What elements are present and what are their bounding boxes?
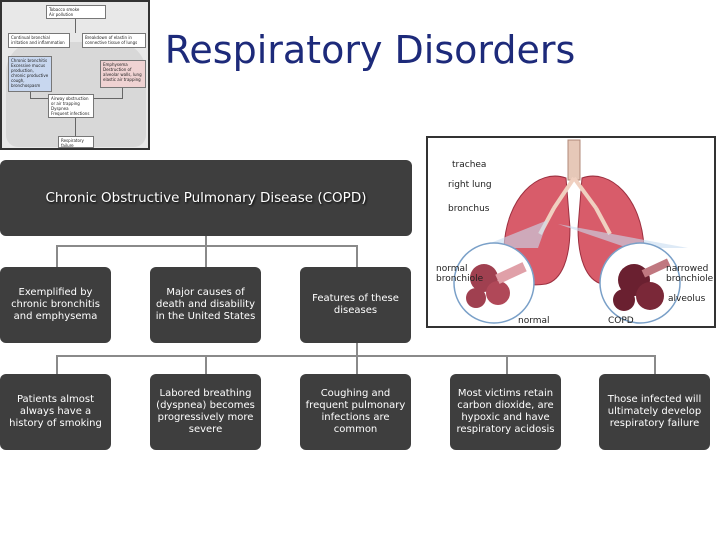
connector-row1-bar <box>56 245 358 247</box>
label-narrowed-bronchiole: narrowed bronchiole <box>666 264 714 284</box>
flow-respiratory-failure: Respiratory failure <box>58 136 94 148</box>
connector-row2-2 <box>205 355 207 374</box>
label-alveolus: alveolus <box>668 294 706 304</box>
node-major-causes-label: Major causes of death and disability in … <box>155 287 256 322</box>
label-bronchus: bronchus <box>448 204 490 214</box>
flow-cause-smoke: Tobacco smoke <box>49 7 80 12</box>
flow-cause-pollution: Air pollution <box>49 12 74 17</box>
node-smoking-history: Patients almost always have a history of… <box>0 374 111 450</box>
lungs-illustration <box>453 139 688 324</box>
label-trachea: trachea <box>452 160 487 170</box>
node-dyspnea: Labored breathing (dyspnea) becomes prog… <box>150 374 261 450</box>
node-features-label: Features of these diseases <box>312 293 399 316</box>
connector-features-down <box>356 343 358 356</box>
node-respiratory-failure: Those infected will ultimately develop r… <box>599 374 710 450</box>
node-co2-retention: Most victims retain carbon dioxide, are … <box>450 374 561 450</box>
node-examples-label: Exemplified by chronic bronchitis and em… <box>11 287 100 322</box>
flow-causes: Tobacco smoke Air pollution <box>46 5 106 19</box>
label-right-lung: right lung <box>448 180 492 190</box>
flow-elastin: Breakdown of elastin in connective tissu… <box>82 33 146 48</box>
root-label: Chronic Obstructive Pulmonary Disease (C… <box>45 190 367 206</box>
slide-title: Respiratory Disorders <box>164 28 576 72</box>
node-dyspnea-label: Labored breathing (dyspnea) becomes prog… <box>156 388 255 435</box>
flow-line <box>75 118 76 136</box>
connector-row2-4 <box>506 355 508 374</box>
connector-row1-3 <box>356 245 358 267</box>
label-copd: COPD <box>608 316 634 326</box>
node-examples: Exemplified by chronic bronchitis and em… <box>0 267 111 343</box>
node-co2-retention-label: Most victims retain carbon dioxide, are … <box>456 388 555 435</box>
flow-irritation: Continual bronchial irritation and infla… <box>8 33 70 48</box>
node-respiratory-failure-label: Those infected will ultimately develop r… <box>607 394 702 429</box>
node-major-causes: Major causes of death and disability in … <box>150 267 261 343</box>
copd-flowchart-image: Tobacco smoke Air pollution Continual br… <box>0 0 150 150</box>
connector-row2-1 <box>56 355 58 374</box>
flow-line <box>75 19 76 33</box>
copd-anatomy-image: trachea right lung bronchus normal bronc… <box>426 136 716 328</box>
connector-row2-3 <box>356 355 358 374</box>
label-normal: normal <box>518 316 550 326</box>
node-coughing-label: Coughing and frequent pulmonary infectio… <box>305 388 406 435</box>
connector-row2-5 <box>654 355 656 374</box>
node-coughing: Coughing and frequent pulmonary infectio… <box>300 374 411 450</box>
flow-chronic-bronchitis: Chronic bronchitis Excessive mucus produ… <box>8 56 52 92</box>
flow-line <box>122 88 123 98</box>
root-node-copd: Chronic Obstructive Pulmonary Disease (C… <box>0 160 412 236</box>
flow-obstruction: Airway obstruction or air trapping Dyspn… <box>48 94 94 118</box>
connector-row1-1 <box>56 245 58 267</box>
flow-line <box>30 92 31 98</box>
connector-root-down <box>205 236 207 246</box>
connector-row1-2 <box>205 245 207 267</box>
node-smoking-history-label: Patients almost always have a history of… <box>9 394 102 429</box>
node-features: Features of these diseases <box>300 267 411 343</box>
label-normal-bronchiole: normal bronchiole <box>436 264 484 284</box>
flow-emphysema: Emphysema Destruction of alveolar walls,… <box>100 60 146 88</box>
